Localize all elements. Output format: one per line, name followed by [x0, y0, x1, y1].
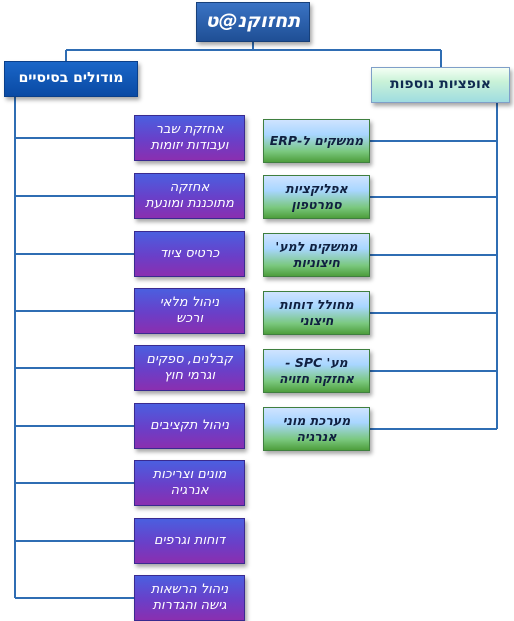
- additional-option-item-line: אנרגיה: [296, 429, 337, 444]
- additional-option-item: ממשקים ל-ERP: [263, 119, 370, 163]
- basic-modules-label: מודולים בסיסיים: [18, 70, 124, 87]
- title-text: תחזוקנ@ט: [205, 10, 301, 33]
- additional-option-item-line: אחזקה חזויה: [279, 371, 354, 386]
- additional-option-item: מע' SPC -אחזקה חזויה: [263, 349, 370, 393]
- additional-option-item-line: חיצוניות: [293, 255, 340, 270]
- basic-module-item-line: וגרמי חוץ: [163, 368, 216, 383]
- basic-module-item-line: אנרגיה: [170, 483, 209, 498]
- basic-module-item: כרטיס ציוד: [134, 231, 245, 277]
- basic-module-item-line: כרטיס ציוד: [159, 245, 220, 261]
- basic-module-item: ניהול תקציבים: [134, 403, 245, 449]
- basic-module-item: דוחות וגרפים: [134, 518, 245, 564]
- basic-module-item-line: גישה והגדרות: [152, 598, 227, 613]
- additional-option-item-line: ממשקים ל-ERP: [269, 133, 364, 149]
- basic-module-item-line: ניהול הרשאות: [150, 581, 229, 597]
- additional-option-item-line: מחולל דוחות: [279, 297, 354, 313]
- basic-module-item-line: ועבודות יזומות: [150, 138, 229, 153]
- basic-module-item-line: מתוכננת ומונעת: [145, 196, 234, 211]
- basic-module-item-line: מונים וצריכות: [152, 466, 227, 482]
- additional-option-item: ממשקים למע'חיצוניות: [263, 233, 370, 277]
- basic-module-item-line: אחזקה: [169, 179, 210, 195]
- additional-options-header: אופציות נוספות: [371, 67, 510, 103]
- additional-option-item-line: מע' SPC -: [285, 355, 348, 371]
- basic-module-item-line: דוחות וגרפים: [153, 532, 226, 548]
- basic-module-item-line: אחזקת שבר: [155, 121, 224, 137]
- basic-modules-header: מודולים בסיסיים: [4, 61, 138, 97]
- additional-option-item-line: מערכת מוני: [282, 413, 351, 429]
- basic-module-item-line: קבלנים, ספקים: [146, 351, 233, 367]
- additional-option-item-line: חיצוני: [299, 313, 334, 328]
- basic-module-item-line: ניהול תקציבים: [149, 417, 230, 433]
- additional-options-label: אופציות נוספות: [390, 76, 491, 93]
- basic-module-item-line: ורכש: [176, 311, 203, 326]
- additional-option-item-line: ממשקים למע': [275, 239, 358, 255]
- basic-module-item-line: ניהול מלאי: [159, 294, 220, 310]
- diagram-title: תחזוקנ@ט: [196, 2, 310, 42]
- additional-option-item-line: אפליקציות: [285, 181, 348, 197]
- additional-option-item-line: סמרטפון: [291, 197, 342, 212]
